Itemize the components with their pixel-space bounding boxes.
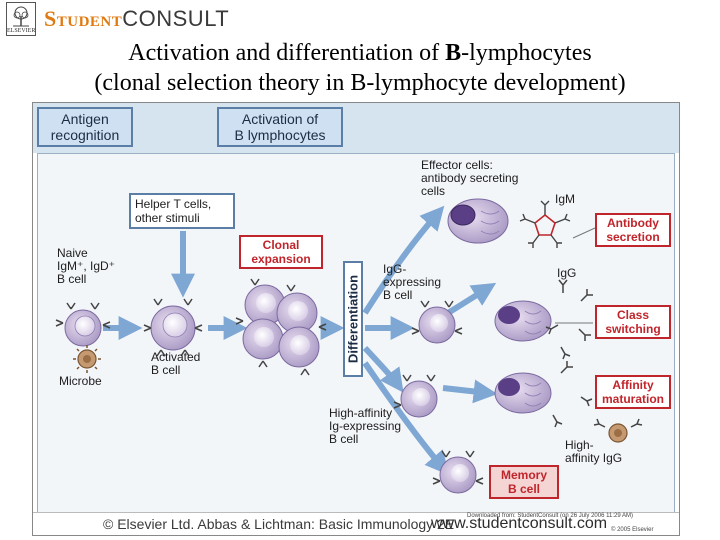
- plasma-cell: [447, 198, 509, 244]
- title-line-2: (clonal selection theory in B-lymphocyte…: [94, 70, 626, 96]
- clonal-expansion-box: Clonal expansion: [239, 235, 323, 269]
- memory-b-cell: [432, 450, 484, 494]
- label-effector-cells: Effector cells: antibody secreting cells: [421, 158, 519, 198]
- affinity-maturation-box: Affinity maturation: [595, 375, 671, 409]
- differentiation-label: Differentiation: [345, 274, 361, 364]
- label-high-affinity-b-cell: High-affinity Ig-expressing B cell: [329, 406, 402, 446]
- class-switching-box: Class switching: [595, 305, 671, 339]
- affinity-maturation-plasma-cell: [494, 372, 552, 414]
- label-microbe: Microbe: [59, 374, 102, 388]
- arrow-to-class-switching: [446, 282, 497, 316]
- helper-t-cells-box: Helper T cells, other stimuli: [129, 193, 235, 229]
- elsevier-tree-icon: [13, 6, 29, 27]
- copyright-text: © Elsevier Ltd. Abbas & Lichtman: Basic …: [103, 516, 455, 532]
- figure-panel: Antigen recognition Activation of B lymp…: [32, 102, 680, 536]
- diagram-art: [55, 198, 643, 494]
- label-activated-b-cell: Activated B cell: [151, 350, 201, 377]
- differentiation-box: Differentiation: [343, 261, 363, 377]
- connector-lines: [555, 227, 596, 324]
- clonal-expansion-cells: [235, 278, 327, 376]
- slide-title: Activation and differentiation of B-lymp…: [0, 38, 720, 98]
- arrow-to-memory: [362, 361, 450, 476]
- figure-footer: © Elsevier Ltd. Abbas & Lichtman: Basic …: [33, 512, 679, 535]
- arrow-to-effector: [362, 205, 445, 315]
- brand-consult: CONSULT: [122, 6, 230, 31]
- naive-b-cell: [55, 302, 111, 347]
- title-bold-b: B: [445, 40, 462, 66]
- igm-pentamer-icon: [519, 200, 571, 248]
- title-line-1-start: Activation and differentiation of: [128, 40, 446, 66]
- igg-expressing-b-cell: [411, 300, 463, 344]
- header-antigen-recognition: Antigen recognition: [37, 107, 133, 147]
- elsevier-label: ELSEVIER: [7, 28, 36, 34]
- student-consult-logo: ELSEVIER StudentCONSULT: [6, 2, 246, 38]
- label-igg: IgG: [557, 266, 577, 280]
- microbe-icon: [73, 345, 101, 373]
- header-activation: Activation of B lymphocytes: [217, 107, 343, 147]
- brand-student: Student: [44, 6, 123, 31]
- elsevier-logo: ELSEVIER: [6, 2, 36, 36]
- class-switching-plasma-cell: [494, 300, 552, 342]
- title-line-1-end: -lymphocytes: [461, 40, 592, 66]
- copyright-small: © 2005 Elsevier: [611, 527, 654, 533]
- memory-b-cell-box: Memory B cell: [489, 465, 559, 499]
- antibody-secretion-box: Antibody secretion: [595, 213, 671, 247]
- activated-b-cell: [143, 298, 203, 357]
- igg-antibodies-icon: [545, 279, 593, 360]
- high-affinity-igg-icon: [552, 361, 593, 428]
- flow-arrows: [103, 205, 498, 476]
- figure-header-strip: [33, 103, 679, 153]
- brand-name: StudentCONSULT: [44, 6, 229, 32]
- arrow-to-affinity-maturation: [442, 379, 498, 404]
- label-igg-expressing-b-cell: IgG- expressing B cell: [383, 262, 442, 302]
- label-igm: IgM: [555, 192, 576, 206]
- website-link[interactable]: www.studentconsult.com: [431, 515, 608, 532]
- high-affinity-b-cell: [393, 374, 438, 418]
- bound-microbe-icon: [593, 418, 643, 443]
- label-naive-b-cell: Naive IgM⁺, IgD⁺ B cell: [57, 246, 116, 286]
- title-line-1: Activation and differentiation of B-lymp…: [0, 38, 720, 68]
- download-note: Downloaded from: StudentConsult (on 26 J…: [467, 513, 633, 519]
- label-high-affinity-igg: High- affinity IgG: [565, 438, 623, 465]
- arrow-to-high-affinity: [362, 345, 404, 393]
